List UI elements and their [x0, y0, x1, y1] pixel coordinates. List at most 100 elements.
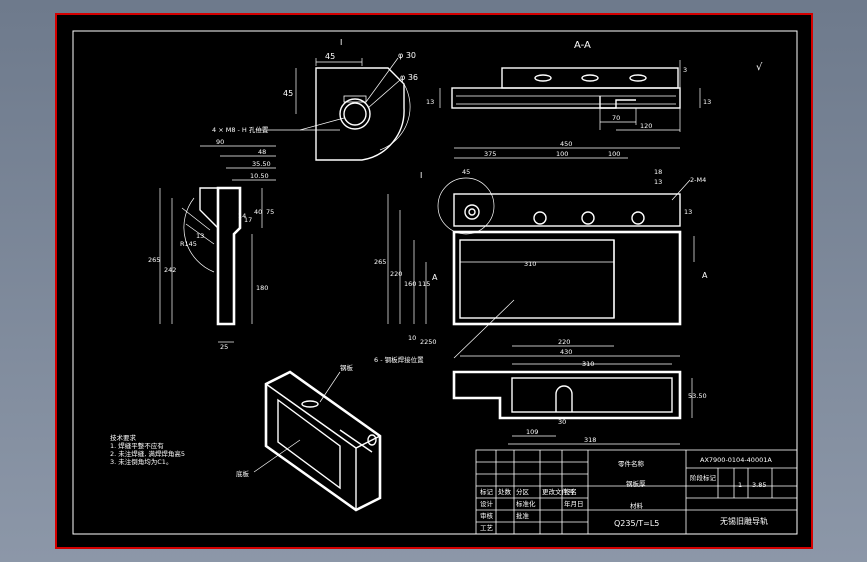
dim-13-right: 13: [684, 208, 692, 216]
detail-arc: [379, 83, 411, 151]
title-block: 标记 处数 分区 更改文件号 签名 年月日 设计 审核 工艺 标准化 批准 零件…: [475, 449, 798, 535]
iso-view: 钢板 底板: [236, 363, 382, 512]
dim-45-left: 45: [283, 89, 293, 98]
dim-265: 265: [148, 256, 160, 264]
tb-part-name: 无锡旧雕导轨: [720, 516, 768, 526]
tb-stage: 阶段标记: [690, 473, 717, 482]
technical-notes: 技术要求 1. 焊缝平整不应有 2. 未注焊缝, 满焊焊角高5 3. 未注倒角均…: [110, 433, 185, 466]
dim-100-a: 100: [556, 150, 568, 158]
dim-430: 430: [560, 348, 572, 356]
surface-roughness-symbol: √: [756, 62, 763, 73]
dim-13-diag: 13: [196, 232, 204, 240]
view-arrow-A-left: A: [432, 273, 438, 282]
note-line-2: 1. 焊缝平整不应有: [110, 441, 164, 450]
dim-242: 242: [164, 266, 176, 274]
dim-13-front: 13: [654, 178, 662, 186]
detail-view-I: I 45 45 φ 30 φ 36 4 × M8 - H 孔位置: [212, 38, 418, 161]
dim-13-left: 13: [426, 98, 434, 106]
dim-45-top: 45: [325, 52, 335, 61]
dim-265-front: 265: [374, 258, 386, 266]
tb-drawing-no: AX7900-0104-40001A: [700, 456, 772, 464]
note-line-4: 3. 未注倒角均为C1。: [110, 457, 172, 466]
tb-design: 设计: [480, 499, 494, 508]
tb-change-doc: 更改文件号: [542, 487, 575, 496]
iso-label-steel: 钢板: [340, 363, 354, 372]
dim-100-b: 100: [608, 150, 620, 158]
tb-zone: 分区: [516, 487, 530, 496]
dim-10: 10: [408, 334, 416, 342]
dim-phi36: φ 36: [400, 73, 418, 82]
detail-hole-inner: [343, 102, 367, 126]
tb-process: 工艺: [480, 524, 494, 532]
dim-450: 450: [560, 140, 572, 148]
iso-outline: [264, 370, 382, 512]
dim-180: 180: [256, 284, 268, 292]
side-view: 90 48 35.50 10.50 265 242 180 75 40 17 1…: [148, 138, 276, 351]
section-view-AA: A-A 3 13 13 70 120: [426, 40, 711, 132]
section-main-body: [451, 87, 681, 109]
dim-90: 90: [216, 138, 224, 146]
side-arc: [183, 197, 215, 273]
dim-318: 318: [584, 436, 596, 444]
tb-material: Q235/T=L5: [614, 519, 659, 528]
dim-13-right: 13: [703, 98, 711, 106]
detail-note: 4 × M8 - H 孔位置: [212, 125, 269, 134]
dim-2m4: 2-M4: [690, 176, 706, 184]
dim-R145: R145: [180, 240, 197, 248]
view-arrow-A-right: A: [702, 271, 708, 280]
dim-120: 120: [640, 122, 652, 130]
dim-160: 160: [404, 280, 416, 288]
front-body: [452, 230, 682, 326]
dim-45-front: 45: [462, 168, 470, 176]
detail-key: [343, 95, 367, 103]
dim-phi30: φ 30: [398, 51, 416, 60]
front-note: 6 - 钢板焊接位置: [374, 355, 424, 364]
side-profile: [216, 186, 242, 326]
dim-220-bottom: 220: [558, 338, 570, 346]
dim-18: 18: [654, 168, 662, 176]
tb-part-name-label: 零件名称: [618, 459, 645, 468]
dim-3: 3: [683, 66, 687, 74]
tb-count: 处数: [498, 487, 512, 496]
dim-220-front: 220: [390, 270, 402, 278]
detail-circle-I: [437, 177, 495, 235]
detail-label: I: [340, 38, 342, 47]
tb-plate-label: 钢板厚: [626, 479, 646, 488]
dim-70: 70: [612, 114, 620, 122]
title-block-frame: [475, 449, 798, 535]
dim-14: 14: [238, 212, 246, 220]
front-view: I 450 375 100 100 45 18 13 2-M4 13 265 2…: [374, 140, 708, 364]
dim-2250: 2250: [420, 338, 437, 346]
dim-35-50: 35.50: [252, 160, 271, 168]
tb-review: 审核: [480, 511, 494, 520]
dim-310-front: 310: [524, 260, 536, 268]
inner-frame: [72, 30, 798, 535]
tb-weight: 3.85: [752, 481, 766, 489]
tb-standard: 标准化: [516, 499, 536, 508]
tb-approve: 批准: [516, 511, 530, 520]
sheet-red-border: [55, 13, 813, 549]
dim-115: 115: [418, 280, 430, 288]
dim-75: 75: [266, 208, 274, 216]
dim-10-50: 10.50: [250, 172, 269, 180]
dim-25: 25: [220, 343, 228, 351]
dim-53-50: 53.50: [688, 392, 707, 400]
dim-30: 30: [558, 418, 566, 426]
note-line-1: 技术要求: [110, 433, 137, 442]
tb-date: 年月日: [564, 499, 584, 508]
detail-plate: [315, 67, 405, 161]
dim-310-bottom: 310: [582, 360, 594, 368]
tb-material-label: 材料: [630, 501, 644, 510]
bottom-profile: [452, 370, 682, 420]
section-label: A-A: [574, 40, 591, 51]
dim-109: 109: [526, 428, 538, 436]
bottom-view: 310 109 30 318 53.50: [452, 360, 707, 445]
dim-375: 375: [484, 150, 496, 158]
iso-label-base: 底板: [236, 469, 250, 478]
dim-40: 40: [254, 208, 262, 216]
dim-17: 17: [244, 216, 252, 224]
front-top-rail: [453, 193, 681, 227]
tb-mark: 标记: [480, 487, 494, 496]
detail-hole-outer: [339, 98, 371, 130]
